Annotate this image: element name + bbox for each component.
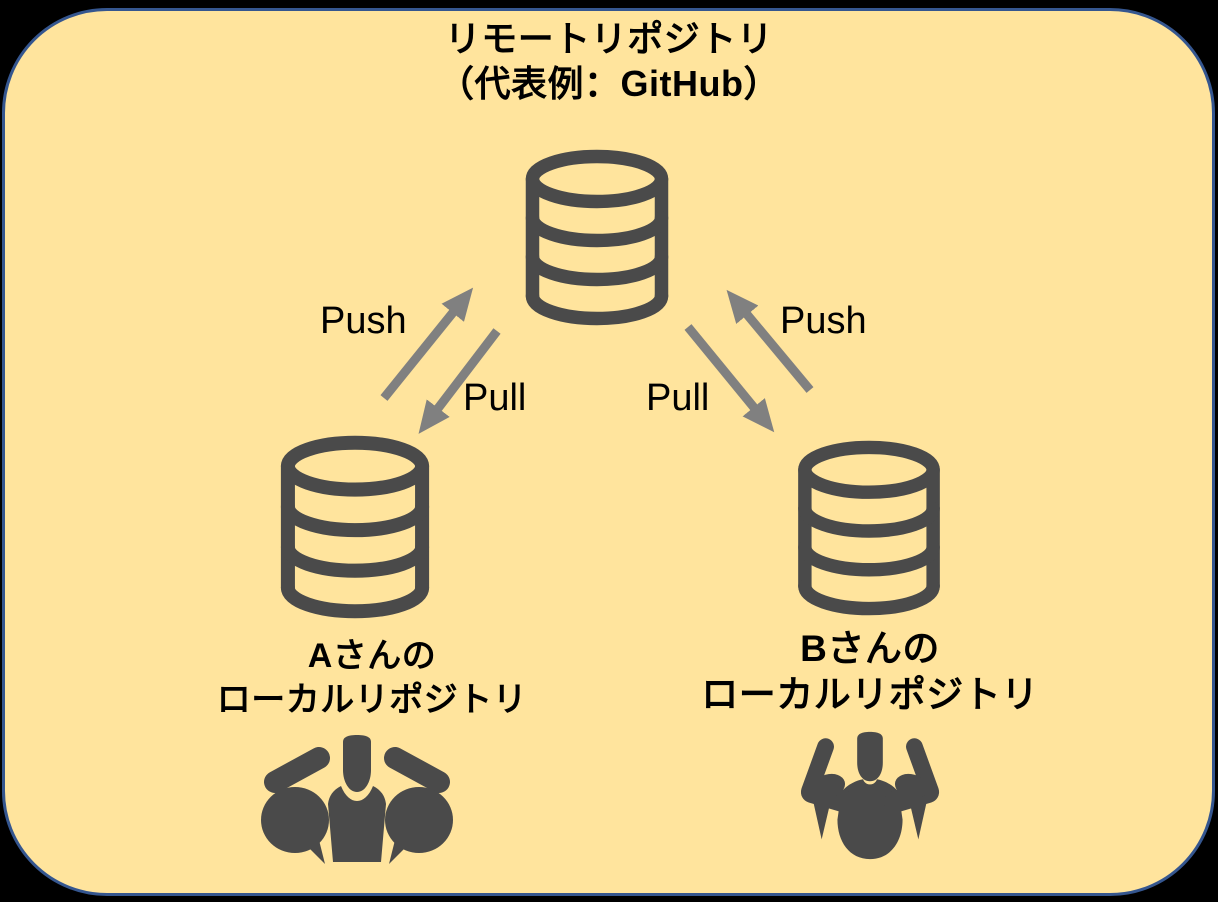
diagram-title: リモートリポジトリ （代表例：GitHub） <box>0 16 1218 106</box>
local-repo-b-label-line2: ローカルリポジトリ <box>701 674 1039 715</box>
remote-repo-title-line1: リモートリポジトリ <box>444 18 774 59</box>
push-arrow-left <box>380 287 474 401</box>
local-repo-b-label: Bさんの ローカルリポジトリ <box>690 626 1050 718</box>
local-repo-a-label-line1: Aさんの <box>307 637 437 675</box>
pull-arrow-left <box>418 328 501 434</box>
pull-label-right: Pull <box>646 377 710 419</box>
local-repo-b-label-line1: Bさんの <box>800 628 940 669</box>
local-repo-a-label: Aさんの ローカルリポジトリ <box>192 634 552 722</box>
remote-repo-title-line2: （代表例：GitHub） <box>438 63 780 104</box>
muscle-flex-icon-b <box>800 731 940 860</box>
pull-arrow-right <box>684 324 775 433</box>
muscle-flex-icon-a <box>261 735 453 864</box>
push-label-right: Push <box>780 300 867 342</box>
push-arrow-right <box>726 289 814 393</box>
local-repo-a-label-line2: ローカルリポジトリ <box>216 681 528 719</box>
pull-label-left: Pull <box>463 377 527 419</box>
push-label-left: Push <box>320 300 407 342</box>
